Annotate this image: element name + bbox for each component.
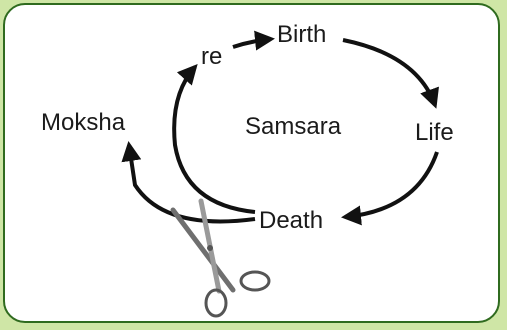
node-rebirth-label: re	[201, 43, 223, 70]
arrow-re-to-birth	[232, 30, 275, 51]
node-birth-label: Birth	[277, 21, 327, 48]
node-death-label: Death	[259, 207, 324, 234]
scissors-icon	[170, 198, 271, 318]
diagram-canvas	[121, 30, 439, 318]
node-life-label: Life	[415, 119, 454, 146]
arrow-life-to-death	[341, 151, 439, 226]
node-moksha-label: Moksha	[41, 109, 126, 136]
arrow-death-to-re	[172, 64, 256, 214]
diagram-frame: re Birth Life Death Moksha Samsara	[3, 3, 500, 323]
center-samsara-label: Samsara	[245, 113, 342, 140]
arrow-birth-to-life	[342, 38, 439, 109]
